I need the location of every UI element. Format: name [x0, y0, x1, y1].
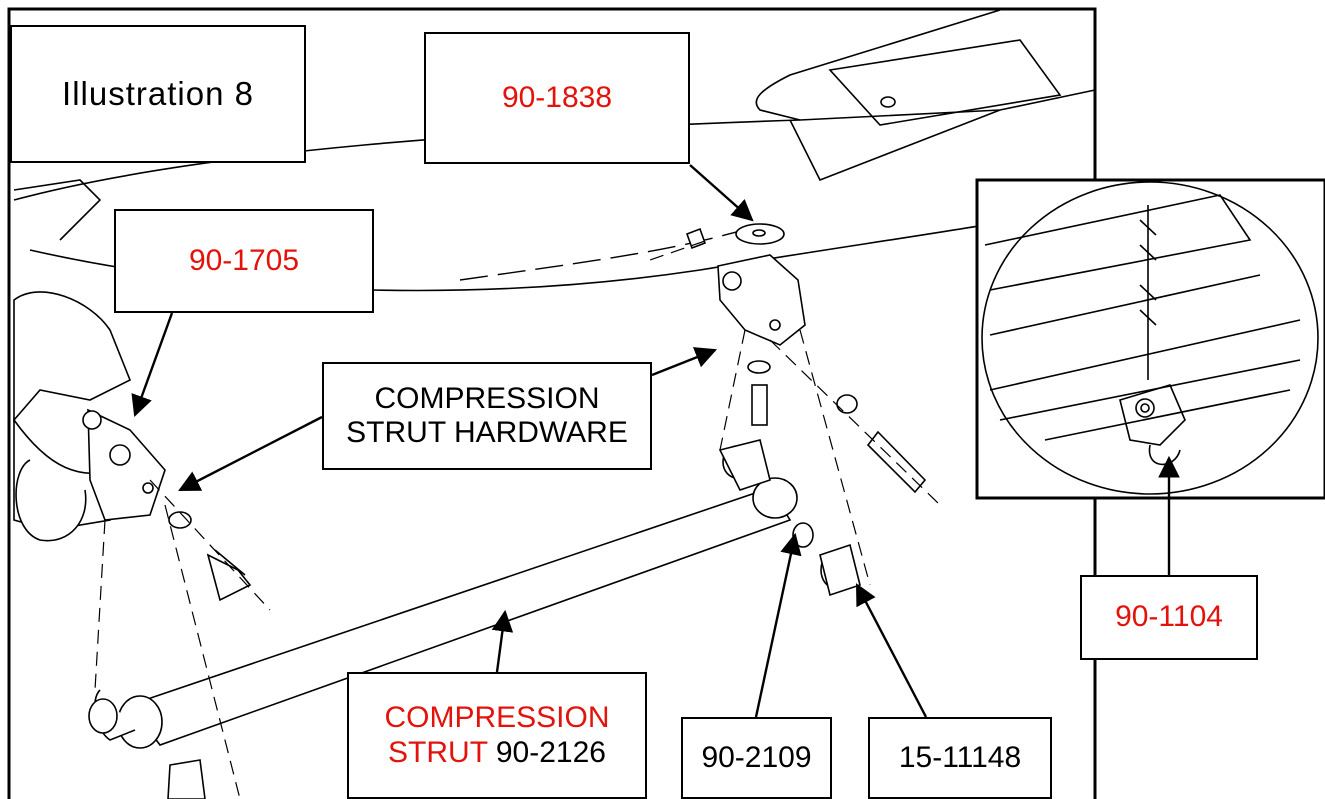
right-bolt-axis	[769, 339, 941, 506]
leader-90-2109	[754, 532, 802, 718]
leader-hardware-left	[178, 415, 323, 492]
strut-dash-left	[94, 504, 241, 799]
strut-part-number: 90-2126	[495, 735, 606, 769]
illustration-title-text: Illustration 8	[62, 75, 254, 113]
part-number-90-1705: 90-1705	[188, 243, 300, 277]
part-label-15-11148: 15-11148	[868, 717, 1052, 799]
illustration-title: Illustration 8	[10, 25, 306, 163]
part-label-90-2109: 90-2109	[681, 717, 832, 799]
compression-strut-hardware-label: COMPRESSION STRUT HARDWARE	[322, 362, 652, 470]
frame-center-dash	[459, 224, 761, 281]
hardware-label-line1: COMPRESSION	[374, 381, 600, 415]
strut-label-word: STRUT	[388, 735, 488, 769]
part-number-90-1104: 90-1104	[1115, 600, 1223, 634]
right-bracket-assembly	[685, 223, 927, 494]
hardware-label-line2: STRUT HARDWARE	[346, 416, 628, 449]
part-label-90-1705: 90-1705	[114, 209, 374, 313]
leader-lines	[131, 164, 1180, 718]
detail-inset-frame	[975, 178, 1325, 500]
part-number-90-1838: 90-1838	[501, 80, 613, 114]
strut-label-line2: STRUT 90-2126	[384, 736, 609, 771]
part-label-90-1104: 90-1104	[1080, 575, 1258, 660]
leader-hardware-right	[651, 347, 718, 377]
compression-strut	[88, 439, 861, 799]
left-bolt-axis	[149, 479, 271, 611]
strut-dash-right	[719, 329, 871, 586]
drill-detail-icon	[981, 181, 1319, 495]
part-number-15-11148: 15-11148	[898, 740, 1022, 774]
part-label-90-1838: 90-1838	[424, 32, 690, 164]
strut-label-line1: COMPRESSION	[384, 701, 610, 734]
compression-strut-label: COMPRESSION STRUT 90-2126	[347, 672, 647, 799]
leader-strut	[491, 609, 514, 673]
leader-90-1705	[131, 312, 174, 418]
part-number-90-2109: 90-2109	[701, 740, 812, 774]
left-bracket-assembly	[13, 291, 252, 602]
leader-90-1838	[689, 164, 754, 222]
right-bracket-dash	[649, 240, 706, 261]
leader-15-11148	[855, 583, 928, 718]
